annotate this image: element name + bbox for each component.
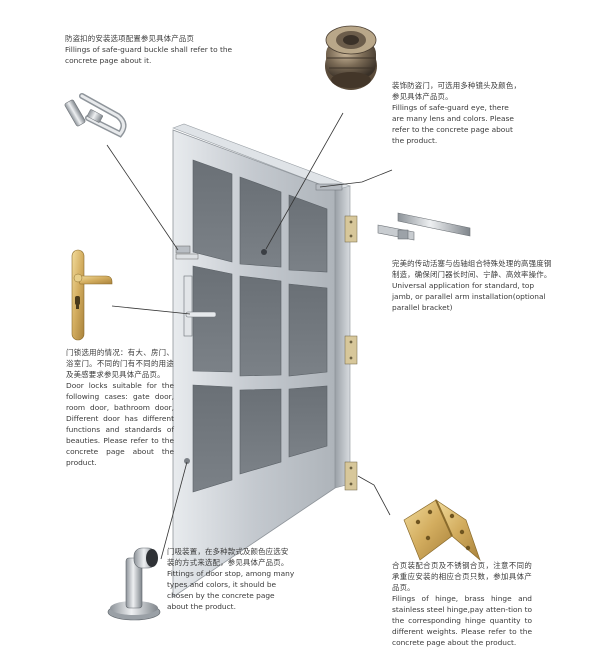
- caption-stop-en: Fittings of door stop, among many types …: [167, 569, 295, 611]
- door: [172, 123, 358, 598]
- caption-hinge-en: Filings of hinge, brass hinge and stainl…: [392, 594, 533, 647]
- door-handle: [185, 311, 217, 318]
- caption-buckle-en: Fillings of safe-guard buckle shall refe…: [65, 45, 233, 65]
- caption-door-lock: 门锁选用的情况：有大、房门、浴室门。不同的门有不同的用途及美感要求参见具体产品页…: [66, 347, 174, 468]
- caption-eye-zh: 装饰防盗门，可选用多种镜头及颜色，参见具体产品页。: [392, 81, 522, 101]
- caption-door-stop: 门吸装置，在多种款式及颜色应选安装的方式来选配，参见具体产品页。 Fitting…: [167, 546, 295, 612]
- door-panels: [192, 159, 328, 493]
- door-closer-arm-icon: [377, 212, 471, 241]
- caption-buckle-zh: 防盗扣的安装选项配置参见具体产品页: [65, 34, 195, 43]
- door-eye-viewer-icon: [325, 25, 377, 90]
- caption-door-closer: 完美的传动活塞与齿轴组合特殊处理的高强度钢制造，确保闭门器长时间、宁静、高效率操…: [392, 258, 552, 313]
- door-top: [172, 123, 351, 191]
- door-closer-mount: [315, 183, 343, 191]
- door-hinges: [344, 215, 358, 491]
- brass-hinge-icon: [403, 499, 481, 562]
- door-buckle-mount: [175, 245, 191, 254]
- safe-guard-buckle-icon: [64, 93, 127, 138]
- caption-safe-guard-buckle: 防盗扣的安装选项配置参见具体产品页 Fillings of safe-guard…: [65, 33, 255, 66]
- caption-eye-en: Fillings of safe-guard eye, there are ma…: [392, 103, 514, 145]
- caption-closer-en: Universal application for standard, top …: [392, 281, 546, 312]
- caption-hinge: 合页装配合页及不锈钢合页，注意不同的承重应安装的相应合页只数，参加具体产品页。 …: [392, 560, 532, 648]
- door-stop-icon: [107, 547, 161, 621]
- lever-handle-icon: [71, 249, 113, 341]
- caption-hinge-zh: 合页装配合页及不锈钢合页，注意不同的承重应安装的相应合页只数，参加具体产品页。: [392, 561, 532, 592]
- caption-safe-guard-eye: 装饰防盗门，可选用多种镜头及颜色，参见具体产品页。 Fillings of sa…: [392, 80, 522, 146]
- door-lock-plate: [183, 275, 193, 337]
- leader-lines: [106, 112, 393, 560]
- door-peephole: [261, 249, 267, 255]
- caption-closer-zh: 完美的传动活塞与齿轴组合特殊处理的高强度钢制造，确保闭门器长时间、宁静、高效率操…: [392, 259, 552, 279]
- caption-lock-zh: 门锁选用的情况：有大、房门、浴室门。不同的门有不同的用途及美感要求参见具体产品页…: [66, 348, 174, 379]
- caption-stop-zh: 门吸装置，在多种款式及颜色应选安装的方式来选配，参见具体产品页。: [167, 547, 289, 567]
- door-stop-knob: [184, 458, 190, 464]
- caption-lock-en: Door locks suitable for the following ca…: [66, 381, 174, 467]
